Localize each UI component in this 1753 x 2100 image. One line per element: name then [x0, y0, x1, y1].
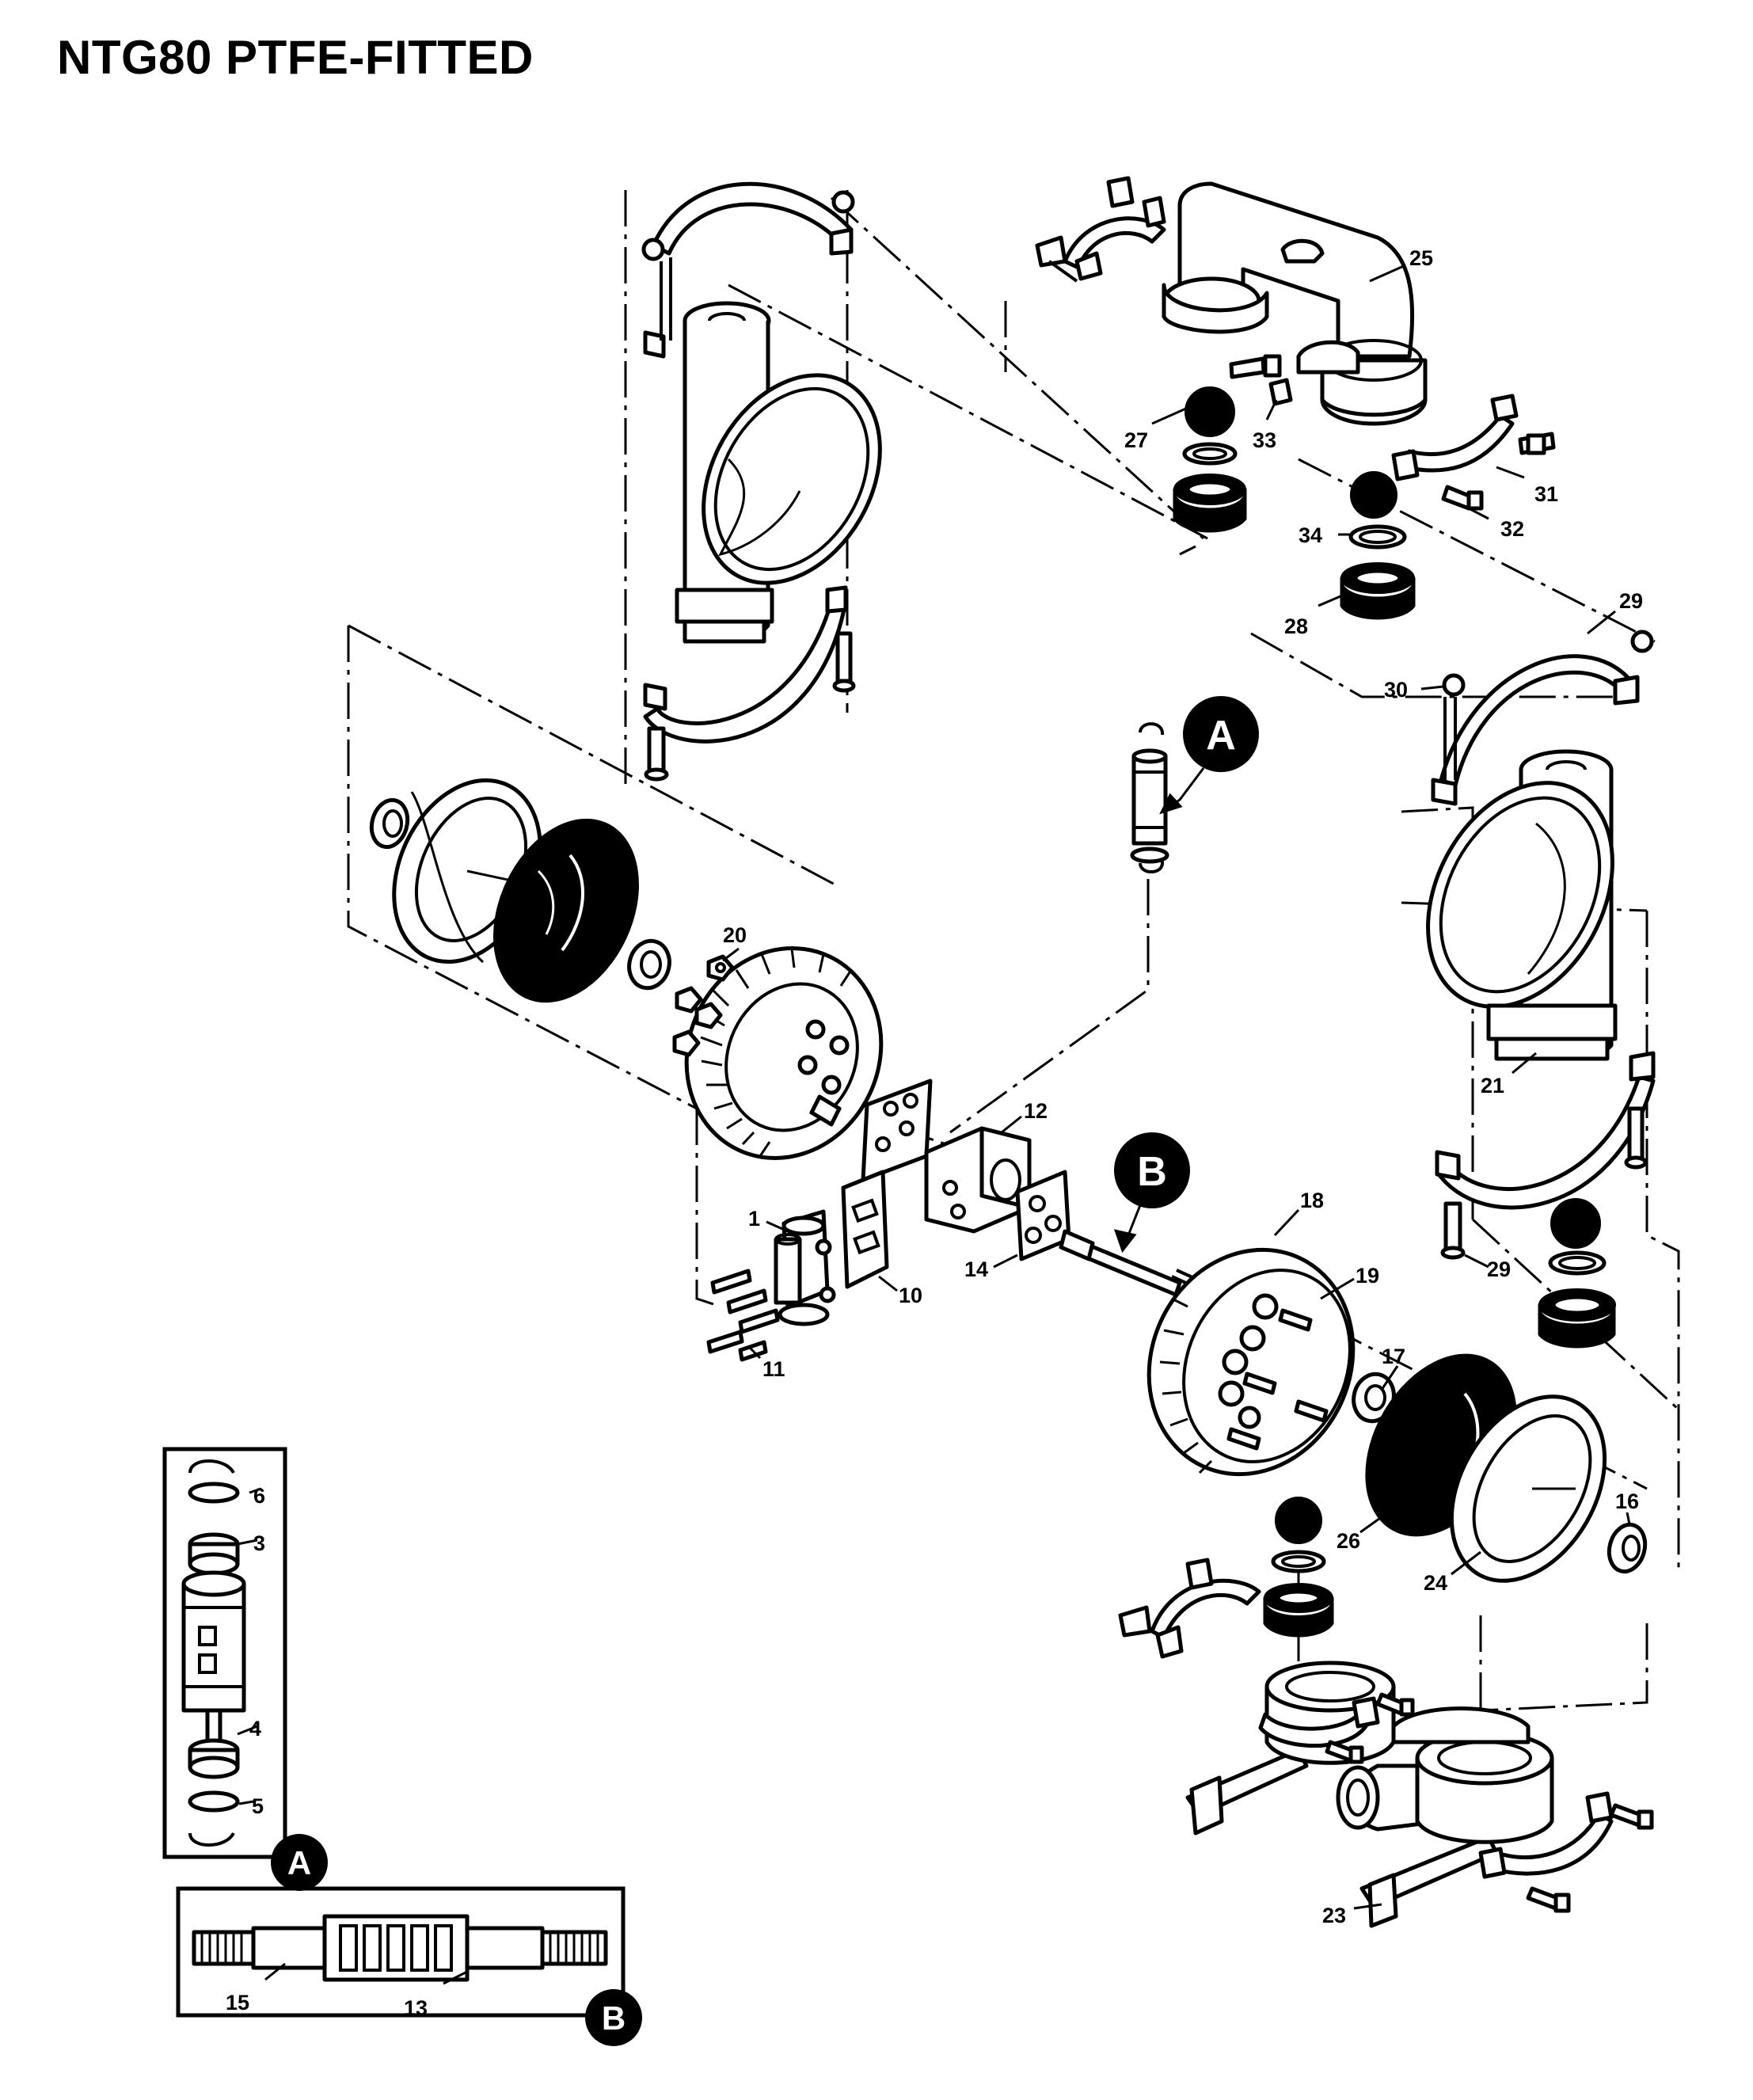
badge-a-label: A: [1206, 713, 1236, 759]
pilot-pin-assembly: [1130, 722, 1169, 873]
part-label-21: 21: [1481, 1074, 1504, 1098]
part-label-25: 26: [1337, 1529, 1360, 1553]
part-label-26: 27: [1124, 428, 1148, 452]
inlet-right-clamp: [1325, 1692, 1654, 1913]
part-label-16: 16: [1615, 1489, 1639, 1513]
right-chamber-bottom-clamp: [1435, 1051, 1656, 1260]
part-label-5: 5: [252, 1794, 264, 1818]
badge-b-detail-label: B: [602, 1999, 626, 2037]
part-label-14: 14: [964, 1257, 988, 1281]
part-label-12: 12: [1024, 1099, 1048, 1123]
upper-left-chamber: [675, 301, 882, 644]
part-label-34: 34: [1299, 523, 1322, 547]
part-label-29: 29: [1487, 1257, 1511, 1281]
part-label-6: 6: [253, 1484, 265, 1508]
part-label-31: 31: [1534, 482, 1558, 506]
part-label-13: 13: [404, 1996, 428, 2020]
right-air-chamber: [1146, 1247, 1356, 1477]
upper-left-manifold-clamp: [641, 181, 855, 359]
part-label-28: 29: [1619, 589, 1643, 613]
upper-check-valve-left: [1173, 386, 1247, 533]
part-label-1: 1: [748, 1207, 760, 1231]
upper-left-lower-clamp: [643, 585, 856, 782]
right-chamber: [1426, 749, 1618, 1061]
part-label-3: 3: [253, 1531, 265, 1555]
part-number-labels: 25 27 33 31 32 34 28 29 30 20 21 12 18 1…: [226, 246, 1643, 2020]
part-label-23: 23: [1322, 1904, 1346, 1927]
badge-a-detail: A: [271, 1834, 328, 1891]
part-label-15: 15: [226, 1991, 249, 2014]
part-label-17: 17: [1382, 1345, 1405, 1368]
part-label-22: 25: [1409, 246, 1433, 270]
lower-check-valve-left: [1263, 1497, 1334, 1638]
discharge-manifold: [1162, 181, 1428, 426]
part-label-20: 20: [723, 923, 747, 947]
leader-lines: [237, 264, 1631, 1985]
inlet-manifold: [1185, 1661, 1554, 1928]
part-label-24: 24: [1424, 1571, 1447, 1595]
page-title: NTG80 PTFE-FITTED: [57, 31, 534, 84]
part-label-19: 19: [1356, 1264, 1379, 1288]
part-label-27: 28: [1284, 614, 1308, 638]
discharge-right-clamp: [1391, 394, 1556, 481]
right-diaphragm-stack: [1352, 1353, 1648, 1583]
assembly-centerlines: [347, 190, 1680, 1766]
part-label-10: 10: [899, 1284, 922, 1307]
part-label-4: 4: [249, 1717, 261, 1740]
badge-b-label: B: [1137, 1149, 1167, 1195]
detail-b-box: [176, 1886, 626, 2018]
part-label-33: 33: [1253, 428, 1276, 452]
right-lower-check-valve: [1538, 1198, 1616, 1349]
badge-b-shaft: B: [1113, 1132, 1190, 1254]
detail-a-box: [162, 1447, 287, 1859]
badge-a-pilot: A: [1159, 696, 1259, 815]
part-label-18: 18: [1300, 1189, 1324, 1212]
badge-a-detail-label: A: [287, 1844, 311, 1881]
part-label-32: 32: [1500, 517, 1524, 541]
inlet-left-clamp: [1118, 1558, 1380, 1748]
right-chamber-top-clamp: [1431, 630, 1654, 806]
part-label-11: 11: [762, 1357, 785, 1381]
right-air-chamber-bolts-19: [1226, 1308, 1329, 1451]
left-diaphragm-stack: [369, 778, 671, 1003]
badge-b-detail: B: [585, 1989, 642, 2046]
part-label-30: 30: [1384, 678, 1408, 702]
upper-check-valve-right: [1340, 471, 1416, 620]
air-valve-screws-11: [706, 1269, 780, 1362]
discharge-left-clamp: [1035, 176, 1166, 283]
left-nuts-20: [672, 954, 735, 1057]
